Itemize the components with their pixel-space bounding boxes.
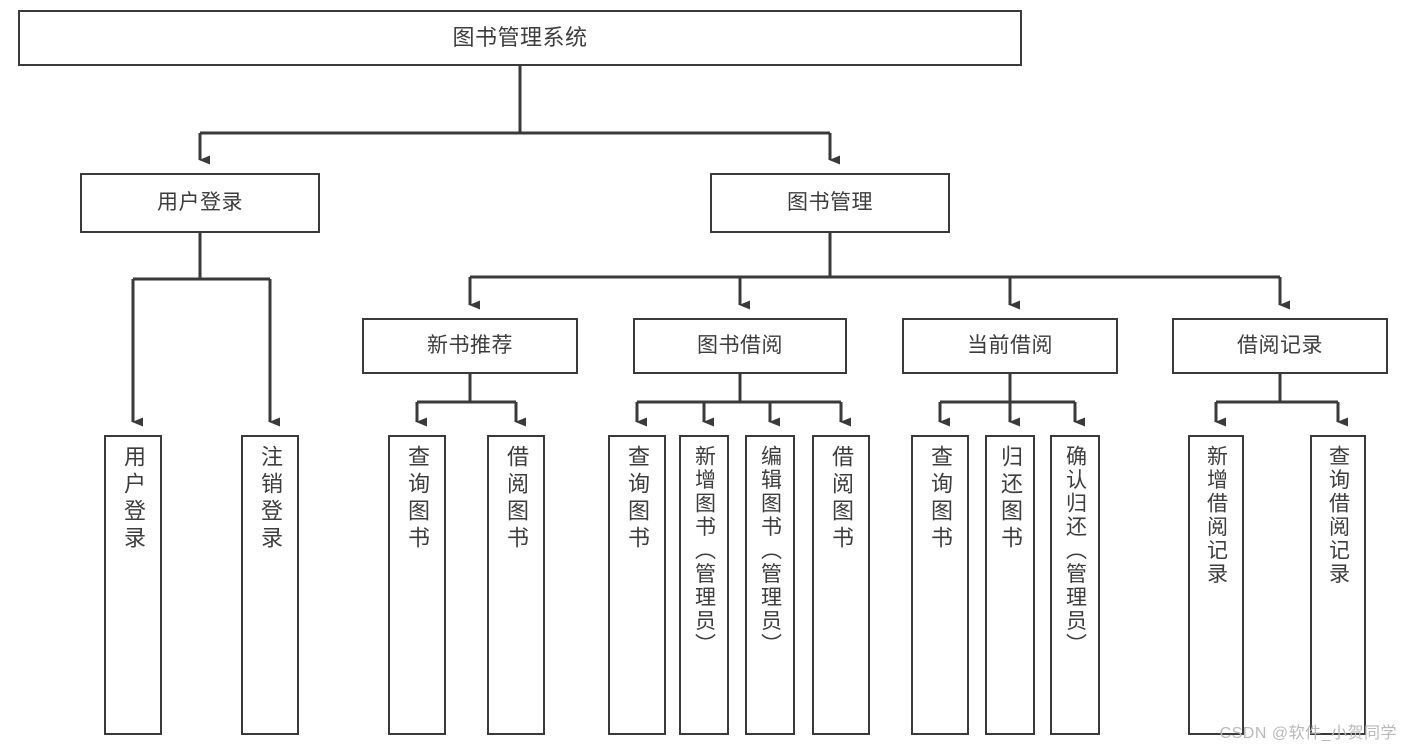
node-leaf-edit-book-admin-label: 编辑图书（管理员） <box>758 445 782 657</box>
node-leaf-query-book-current[interactable]: 查询图书 <box>911 435 969 735</box>
node-current-borrow-label: 当前借阅 <box>967 333 1053 357</box>
node-borrow-record[interactable]: 借阅记录 <box>1172 318 1388 374</box>
node-borrow-record-label: 借阅记录 <box>1237 333 1323 357</box>
node-user-login-label: 用户登录 <box>157 190 243 214</box>
node-leaf-add-borrow-record[interactable]: 新增借阅记录 <box>1188 435 1244 735</box>
node-leaf-query-book-borrow-label: 查询图书 <box>625 445 650 553</box>
node-leaf-query-book-recommend-label: 查询图书 <box>405 445 430 553</box>
node-book-manage[interactable]: 图书管理 <box>710 173 950 233</box>
node-leaf-add-book-admin[interactable]: 新增图书（管理员） <box>679 435 729 735</box>
node-new-book-recommend[interactable]: 新书推荐 <box>362 318 578 374</box>
node-book-borrow[interactable]: 图书借阅 <box>633 318 847 374</box>
node-leaf-query-borrow-record-label: 查询借阅记录 <box>1326 445 1350 586</box>
node-leaf-query-borrow-record[interactable]: 查询借阅记录 <box>1310 435 1366 735</box>
node-leaf-query-book-current-label: 查询图书 <box>928 445 953 553</box>
node-leaf-edit-book-admin[interactable]: 编辑图书（管理员） <box>745 435 795 735</box>
node-current-borrow[interactable]: 当前借阅 <box>902 318 1118 374</box>
node-leaf-user-logout-label: 注销登录 <box>258 445 283 553</box>
node-book-manage-label: 图书管理 <box>787 190 873 214</box>
node-root-label: 图书管理系统 <box>452 25 588 51</box>
node-book-borrow-label: 图书借阅 <box>697 333 783 357</box>
node-leaf-borrow-book-recommend[interactable]: 借阅图书 <box>487 435 545 735</box>
node-root[interactable]: 图书管理系统 <box>18 10 1022 66</box>
node-leaf-user-logout[interactable]: 注销登录 <box>241 435 299 735</box>
node-new-book-recommend-label: 新书推荐 <box>427 333 513 357</box>
node-leaf-borrow-book-borrow[interactable]: 借阅图书 <box>812 435 870 735</box>
node-leaf-user-login-label: 用户登录 <box>121 445 146 553</box>
node-leaf-add-book-admin-label: 新增图书（管理员） <box>692 445 716 657</box>
node-leaf-user-login[interactable]: 用户登录 <box>104 435 162 735</box>
csdn-watermark: CSDN @软件_小贺同学 <box>1219 725 1397 742</box>
node-leaf-borrow-book-recommend-label: 借阅图书 <box>504 445 529 553</box>
node-leaf-return-book-label: 归还图书 <box>998 445 1023 553</box>
node-leaf-return-book[interactable]: 归还图书 <box>985 435 1035 735</box>
node-user-login[interactable]: 用户登录 <box>80 173 320 233</box>
node-leaf-confirm-return-admin[interactable]: 确认归还（管理员） <box>1050 435 1100 735</box>
node-leaf-confirm-return-admin-label: 确认归还（管理员） <box>1063 445 1087 657</box>
node-leaf-add-borrow-record-label: 新增借阅记录 <box>1204 445 1228 586</box>
node-leaf-borrow-book-borrow-label: 借阅图书 <box>829 445 854 553</box>
node-leaf-query-book-recommend[interactable]: 查询图书 <box>388 435 446 735</box>
node-leaf-query-book-borrow[interactable]: 查询图书 <box>608 435 666 735</box>
